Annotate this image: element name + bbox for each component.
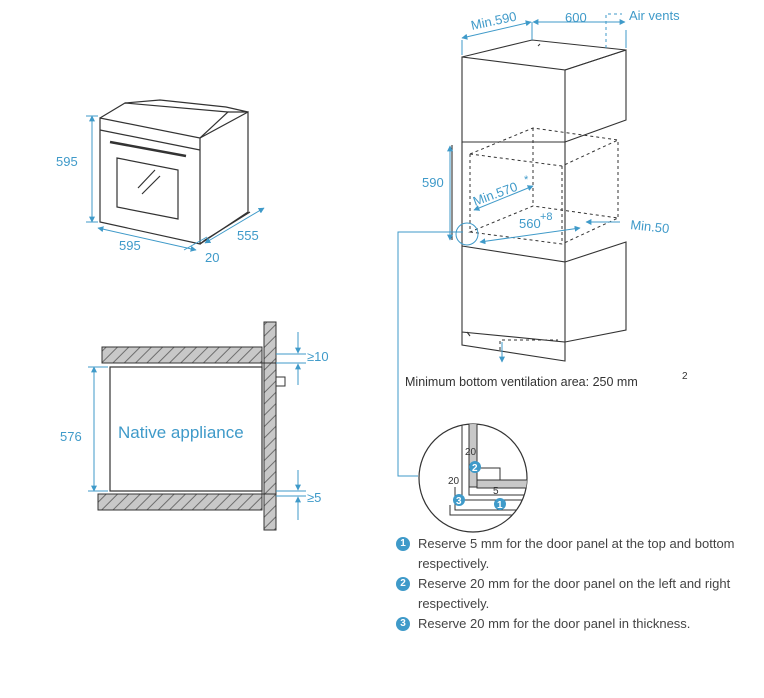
top-gap-label: ≥10 xyxy=(307,349,329,364)
notes-list: 1 Reserve 5 mm for the door panel at the… xyxy=(396,534,756,634)
note-badge: 2 xyxy=(396,577,410,591)
native-appliance-label: Native appliance xyxy=(118,423,244,442)
ventilation-sup: 2 xyxy=(682,371,688,382)
oven-panel-label: 20 xyxy=(205,250,219,265)
note-item: 1 Reserve 5 mm for the door panel at the… xyxy=(396,534,756,574)
note-badge: 1 xyxy=(396,537,410,551)
air-vents-label: Air vents xyxy=(629,8,680,23)
oven-height-label: 595 xyxy=(56,154,78,169)
depth-sup: +8 xyxy=(540,211,553,223)
min-width-label: Min.590 xyxy=(470,9,518,33)
section-view: 576 Native appliance ≥10 ≥5 xyxy=(60,321,329,531)
detail-badge-1-num: 1 xyxy=(497,500,503,511)
detail-badge-1 xyxy=(494,498,506,510)
section-height-label: 576 xyxy=(60,429,82,444)
note-text: Reserve 20 mm for the door panel in thic… xyxy=(418,616,691,631)
note-text: Reserve 5 mm for the door panel at the t… xyxy=(418,536,735,571)
oven-isometric-view: 595 595 555 20 xyxy=(56,99,265,265)
detail-circle: 20 20 5 2 3 1 xyxy=(418,423,528,533)
detail-badge-2 xyxy=(469,461,481,473)
oven-depth-label: 555 xyxy=(237,228,259,243)
ventilation-label: Minimum bottom ventilation area: 250 mm xyxy=(405,375,638,389)
min-gap-label: Min.50 xyxy=(630,217,670,236)
note-item: 2 Reserve 20 mm for the door panel on th… xyxy=(396,574,756,614)
depth-label: 560 xyxy=(519,216,541,231)
cabinet-view: Min.590 600 Air vents 590 Min.570 * 560 … xyxy=(397,8,688,477)
detail-badge-2-num: 2 xyxy=(472,463,478,474)
detail-badge-3-num: 3 xyxy=(456,496,462,507)
cabinet-height-label: 590 xyxy=(422,175,444,190)
detail-d20-left: 20 xyxy=(448,476,460,487)
detail-d20-top: 20 xyxy=(465,447,477,458)
note-item: 3 Reserve 20 mm for the door panel in th… xyxy=(396,614,756,634)
oven-width-label: 595 xyxy=(119,238,141,253)
note-text: Reserve 20 mm for the door panel on the … xyxy=(418,576,731,611)
note-badge: 3 xyxy=(396,617,410,631)
detail-d5: 5 xyxy=(493,486,499,497)
cabinet-width-label: 600 xyxy=(565,10,587,25)
detail-badge-3 xyxy=(453,494,465,506)
bottom-gap-label: ≥5 xyxy=(307,490,321,505)
min-depth-label: Min.570 xyxy=(471,179,520,209)
min-depth-sup: * xyxy=(524,174,529,186)
